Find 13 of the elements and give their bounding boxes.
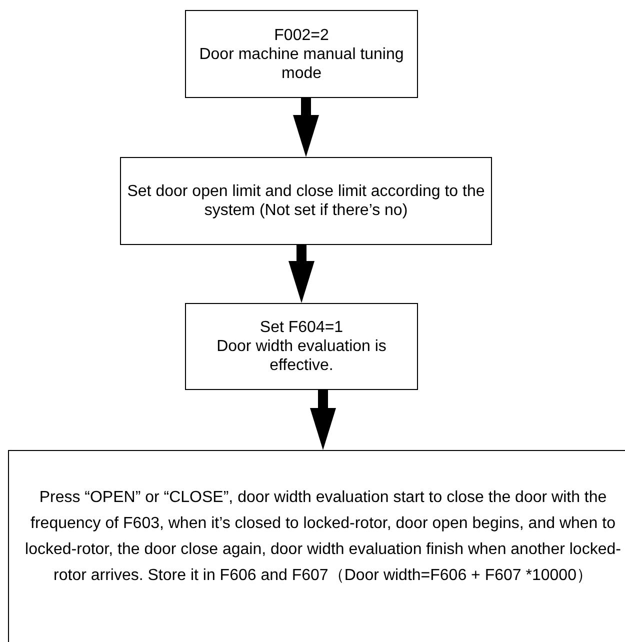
arrow bbox=[293, 98, 319, 157]
box-text: Door width evaluation is effective. bbox=[216, 337, 388, 375]
arrow bbox=[310, 390, 336, 450]
process-box bbox=[8, 450, 625, 642]
process-box bbox=[185, 303, 418, 390]
arrow bbox=[288, 245, 314, 303]
process-box bbox=[120, 157, 492, 245]
process-box bbox=[185, 10, 418, 98]
box-text: Set door open limit and close limit according to the system (Not set if there’s no) bbox=[127, 182, 485, 220]
box-text: Press “OPEN” or “CLOSE”, door width evaluation start to close the door with the frequency of F603, when it’s closed to locked-rotor, door open begins, and when to locked-rotor, the door close again, door width evaluation finish when another locked-rotor arrives. Store it in F606 and F607（Door width=F606 + F607 *10000） bbox=[24, 488, 622, 586]
box-text: Door machine manual tuning mode bbox=[198, 44, 405, 82]
box-text: F002=2 bbox=[274, 26, 329, 44]
box-text: Set F604=1 bbox=[260, 318, 344, 337]
